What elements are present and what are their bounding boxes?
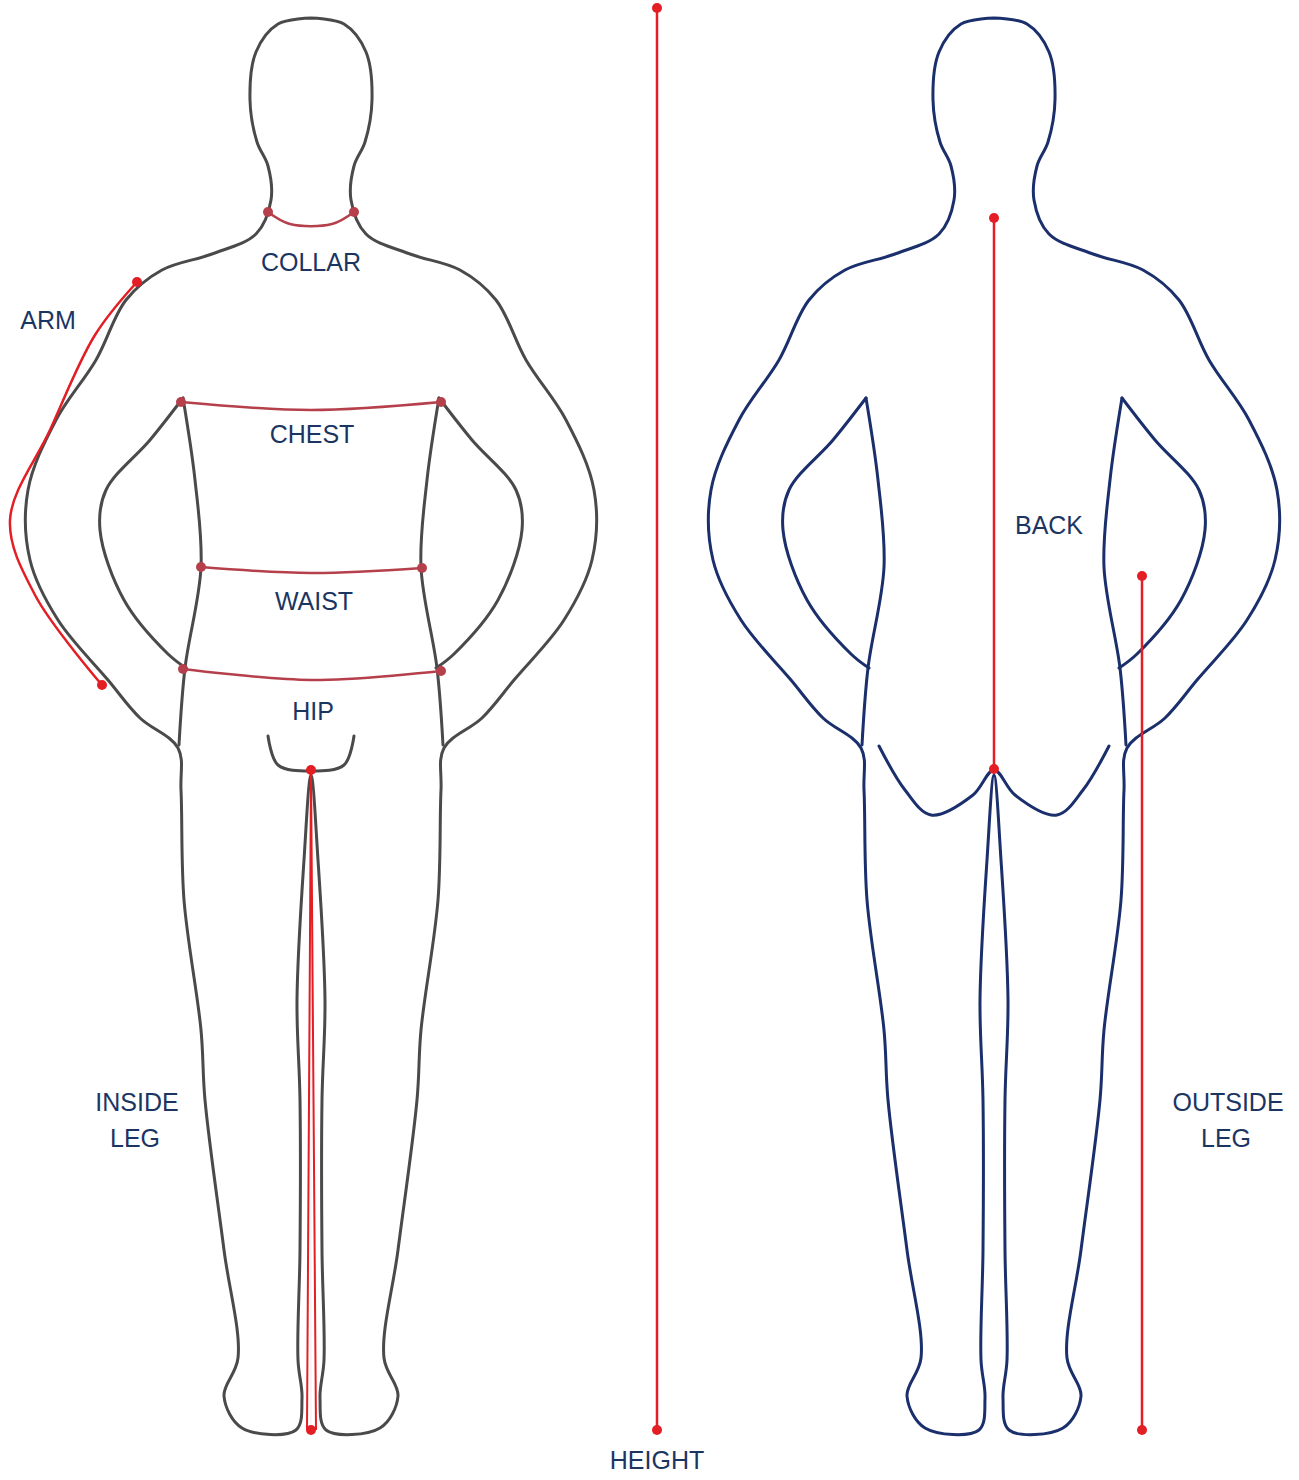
height-line	[656, 8, 659, 1430]
label-text: OUTSIDE LEG	[1170, 1088, 1283, 1152]
arm-label: ARM	[8, 302, 88, 338]
chest-line	[181, 402, 441, 410]
arm-line-dot	[97, 680, 107, 690]
label-text: HEIGHT	[608, 1446, 706, 1474]
height-line-dot	[652, 3, 662, 13]
hip-line-dot	[436, 666, 446, 676]
label-text: COLLAR	[259, 248, 363, 276]
waist-line-dot	[417, 563, 427, 573]
collar-line-dot	[349, 207, 359, 217]
height-line-dot	[652, 1425, 662, 1435]
arm-line-dot	[132, 277, 142, 287]
waist-line-dot	[196, 562, 206, 572]
label-text: CHEST	[268, 420, 357, 448]
inside-leg-label: INSIDE LEG	[81, 1084, 191, 1156]
back-line	[993, 218, 996, 769]
chest-line-dot	[436, 397, 446, 407]
hip-label: HIP	[273, 693, 353, 729]
waist-line	[201, 567, 422, 573]
collar-line-dot	[263, 207, 273, 217]
inside-leg-ends	[311, 770, 312, 1430]
arm-line	[10, 282, 137, 685]
collar-line	[268, 212, 354, 226]
inside-leg-ends-dot	[306, 1425, 316, 1435]
collar-label: COLLAR	[241, 244, 381, 280]
hip-line-dot	[178, 664, 188, 674]
back-label: BACK	[999, 507, 1099, 543]
measure-lines	[10, 3, 1147, 1435]
label-text: HIP	[290, 697, 336, 725]
label-text: BACK	[1013, 511, 1085, 539]
inside-leg-ends-dot	[306, 765, 316, 775]
outside-leg-line-dot	[1137, 571, 1147, 581]
label-text: ARM	[18, 306, 78, 334]
chest-line-dot	[176, 397, 186, 407]
waist-label: WAIST	[249, 583, 379, 619]
inside-leg-line	[307, 770, 316, 1430]
outside-leg-line	[1141, 576, 1144, 1430]
chest-label: CHEST	[247, 416, 377, 452]
label-text: WAIST	[273, 587, 355, 615]
hip-line	[183, 669, 441, 680]
height-label: HEIGHT	[592, 1442, 722, 1478]
back-figure	[708, 18, 1279, 1435]
back-line-dot	[989, 213, 999, 223]
front-figure	[25, 18, 596, 1435]
label-text: INSIDE LEG	[93, 1088, 178, 1152]
back-line-dot	[989, 764, 999, 774]
outside-leg-line-dot	[1137, 1425, 1147, 1435]
outside-leg-label: OUTSIDE LEG	[1162, 1084, 1292, 1156]
